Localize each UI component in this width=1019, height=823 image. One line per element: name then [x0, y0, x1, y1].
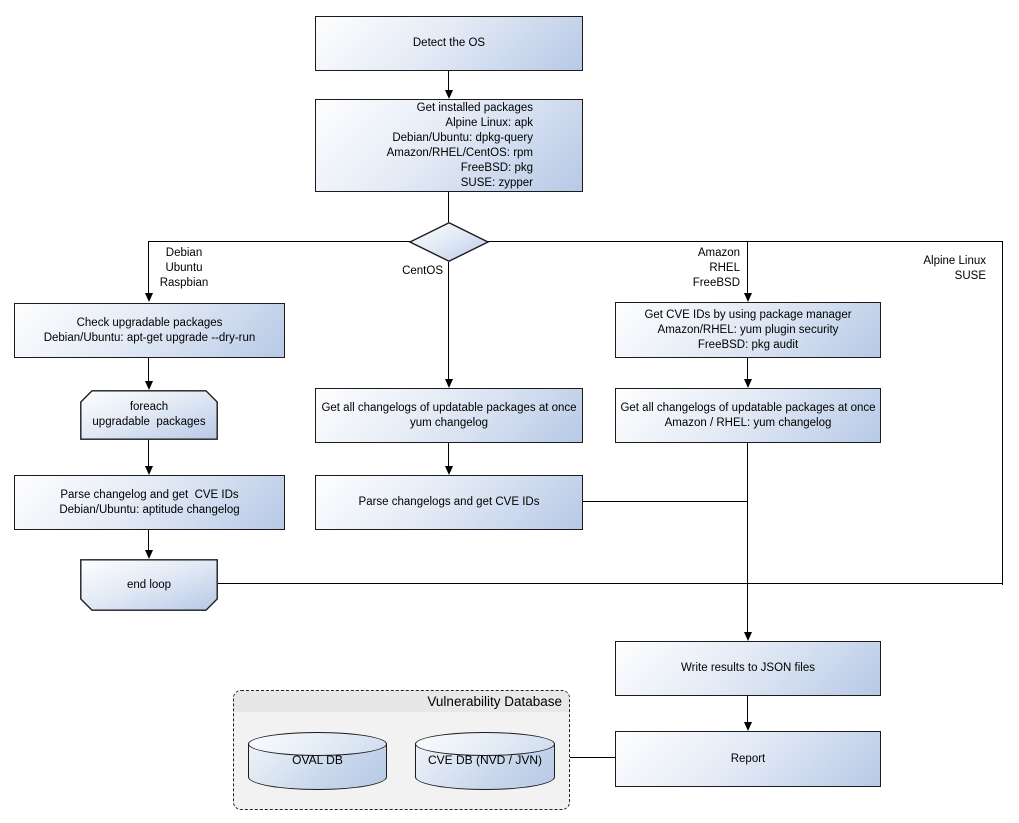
arrowhead-icon: [743, 293, 752, 302]
node-parse-changelogs-centos: Parse changelogs and get CVE IDs: [315, 475, 583, 530]
edge-decision-branches: [148, 241, 1003, 243]
edge-parse-to-endloop: [148, 530, 150, 551]
node-parse-changelog-debian: Parse changelog and get CVE IDs Debian/U…: [14, 475, 285, 530]
node-check-upgradable-packages: Check upgradable packages Debian/Ubuntu:…: [14, 303, 285, 358]
edge-check-to-foreach: [148, 358, 150, 382]
edge-write-to-report: [747, 696, 749, 723]
arrowhead-icon: [444, 90, 453, 99]
edge-endloop-join: [218, 583, 1003, 585]
vulnerability-database-title: Vulnerability Database: [234, 691, 569, 712]
edge-centos-branch: [448, 262, 450, 380]
os-decision-diamond: [408, 222, 490, 262]
node-report: Report: [615, 731, 881, 787]
edge-parse-centos-join: [583, 501, 748, 503]
branch-label-amazon: Amazon RHEL FreeBSD: [692, 247, 740, 289]
node-detect-os: Detect the OS: [315, 16, 583, 71]
cve-db-label: CVE DB (NVD / JVN): [427, 753, 542, 767]
arrowhead-icon: [743, 379, 752, 388]
edge-amazon-branch: [747, 242, 749, 294]
branch-label-debian: Debian Ubuntu Raspbian: [159, 247, 209, 289]
arrowhead-icon: [144, 293, 153, 302]
arrowhead-icon: [144, 381, 153, 390]
node-end-loop-shape: [80, 559, 218, 611]
node-foreach-loop-shape: [80, 390, 218, 440]
edge-detect-to-packages: [448, 71, 450, 91]
edge-packages-to-decision: [448, 192, 450, 222]
edge-changelogs-to-parse-centos: [448, 443, 450, 467]
node-write-results-json: Write results to JSON files: [615, 641, 881, 696]
edge-foreach-to-parse: [148, 440, 150, 467]
arrowhead-icon: [444, 379, 453, 388]
node-changelogs-centos: Get all changelogs of updatable packages…: [315, 388, 583, 443]
cylinder-top-ellipse: [248, 732, 387, 756]
node-get-cve-ids-pkg-manager: Get CVE IDs by using package manager Ama…: [615, 302, 881, 358]
edge-database-to-report: [570, 757, 615, 759]
node-get-installed-packages: Get installed packages Alpine Linux: apk…: [315, 99, 583, 192]
arrowhead-icon: [144, 550, 153, 559]
arrowhead-icon: [743, 632, 752, 641]
arrowhead-icon: [144, 466, 153, 475]
edge-changelogs-to-write: [747, 443, 749, 633]
oval-db-label: OVAL DB: [292, 753, 343, 767]
node-changelogs-amazon-rhel: Get all changelogs of updatable packages…: [615, 388, 881, 443]
edge-cveids-to-changelogs: [747, 358, 749, 380]
cve-db-cylinder: CVE DB (NVD / JVN): [415, 732, 555, 790]
edge-alpine-branch: [1002, 242, 1004, 585]
edge-debian-branch: [148, 242, 150, 294]
branch-label-centos: CentOS: [402, 265, 443, 277]
arrowhead-icon: [743, 722, 752, 731]
oval-db-cylinder: OVAL DB: [248, 732, 387, 790]
branch-label-alpine: Alpine Linux SUSE: [923, 255, 986, 282]
arrowhead-icon: [444, 466, 453, 475]
cylinder-top-ellipse: [415, 732, 555, 756]
